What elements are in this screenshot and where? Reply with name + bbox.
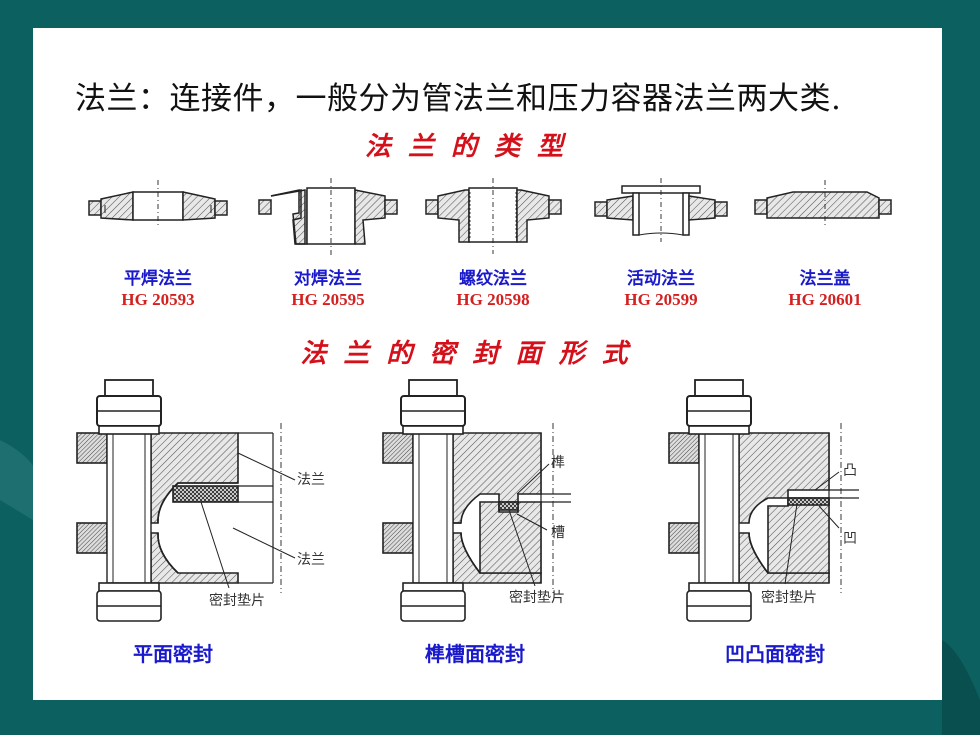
flange-types-title: 法 兰 的 类 型 [364, 132, 568, 162]
flange-type-threaded: 螺纹法兰 HG 20598 [413, 268, 573, 310]
flange-type-standard: HG 20601 [788, 290, 862, 309]
flange-type-standard: HG 20593 [121, 290, 195, 309]
lap-joint-flange-drawing [594, 178, 728, 242]
callout-flange-bottom: 法兰 [297, 552, 325, 568]
callout-gasket: 密封垫片 [509, 590, 565, 606]
flange-type-standard: HG 20598 [456, 290, 530, 309]
callout-gasket: 密封垫片 [761, 590, 817, 606]
blind-flange-drawing [754, 180, 892, 228]
slide-headline: 法兰：连接件，一般分为管法兰和压力容器法兰两大类. [75, 81, 842, 117]
weld-neck-flange-drawing [258, 178, 398, 256]
flange-type-lap-joint: 活动法兰 HG 20599 [581, 268, 741, 310]
flange-type-name: 对焊法兰 [294, 269, 362, 289]
callout-tongue: 榫 [551, 455, 565, 471]
raised-face-seal-drawing [668, 379, 859, 622]
caption-flat-face-seal: 平面密封 [133, 642, 213, 666]
callout-gasket: 密封垫片 [209, 593, 265, 609]
slide-panel: 法兰：连接件，一般分为管法兰和压力容器法兰两大类. 法 兰 的 类 型 法 兰 … [33, 28, 942, 700]
callout-groove: 槽 [551, 525, 565, 541]
caption-raised-face-seal: 凹凸面密封 [725, 642, 825, 666]
callout-flange-top: 法兰 [297, 472, 325, 488]
flange-type-slip-on: 平焊法兰 HG 20593 [78, 268, 238, 310]
flange-type-standard: HG 20595 [291, 290, 365, 309]
flange-type-standard: HG 20599 [624, 290, 698, 309]
sealing-forms-title: 法 兰 的 密 封 面 形 式 [300, 339, 632, 369]
caption-tongue-groove-seal: 榫槽面密封 [425, 642, 525, 666]
flange-type-name: 平焊法兰 [124, 269, 192, 289]
callout-male-face: 凸 [843, 463, 857, 479]
flange-type-name: 法兰盖 [799, 269, 851, 289]
flat-face-seal-drawing [76, 379, 296, 622]
callout-female-face: 凹 [843, 531, 857, 547]
tongue-groove-seal-drawing [382, 379, 571, 622]
technical-drawings [76, 178, 892, 622]
flange-type-name: 活动法兰 [627, 269, 695, 289]
slip-on-flange-drawing [88, 180, 228, 228]
flange-type-blind: 法兰盖 HG 20601 [745, 268, 905, 310]
flange-type-weld-neck: 对焊法兰 HG 20595 [248, 268, 408, 310]
flange-type-name: 螺纹法兰 [459, 269, 527, 289]
threaded-flange-drawing [425, 178, 562, 254]
